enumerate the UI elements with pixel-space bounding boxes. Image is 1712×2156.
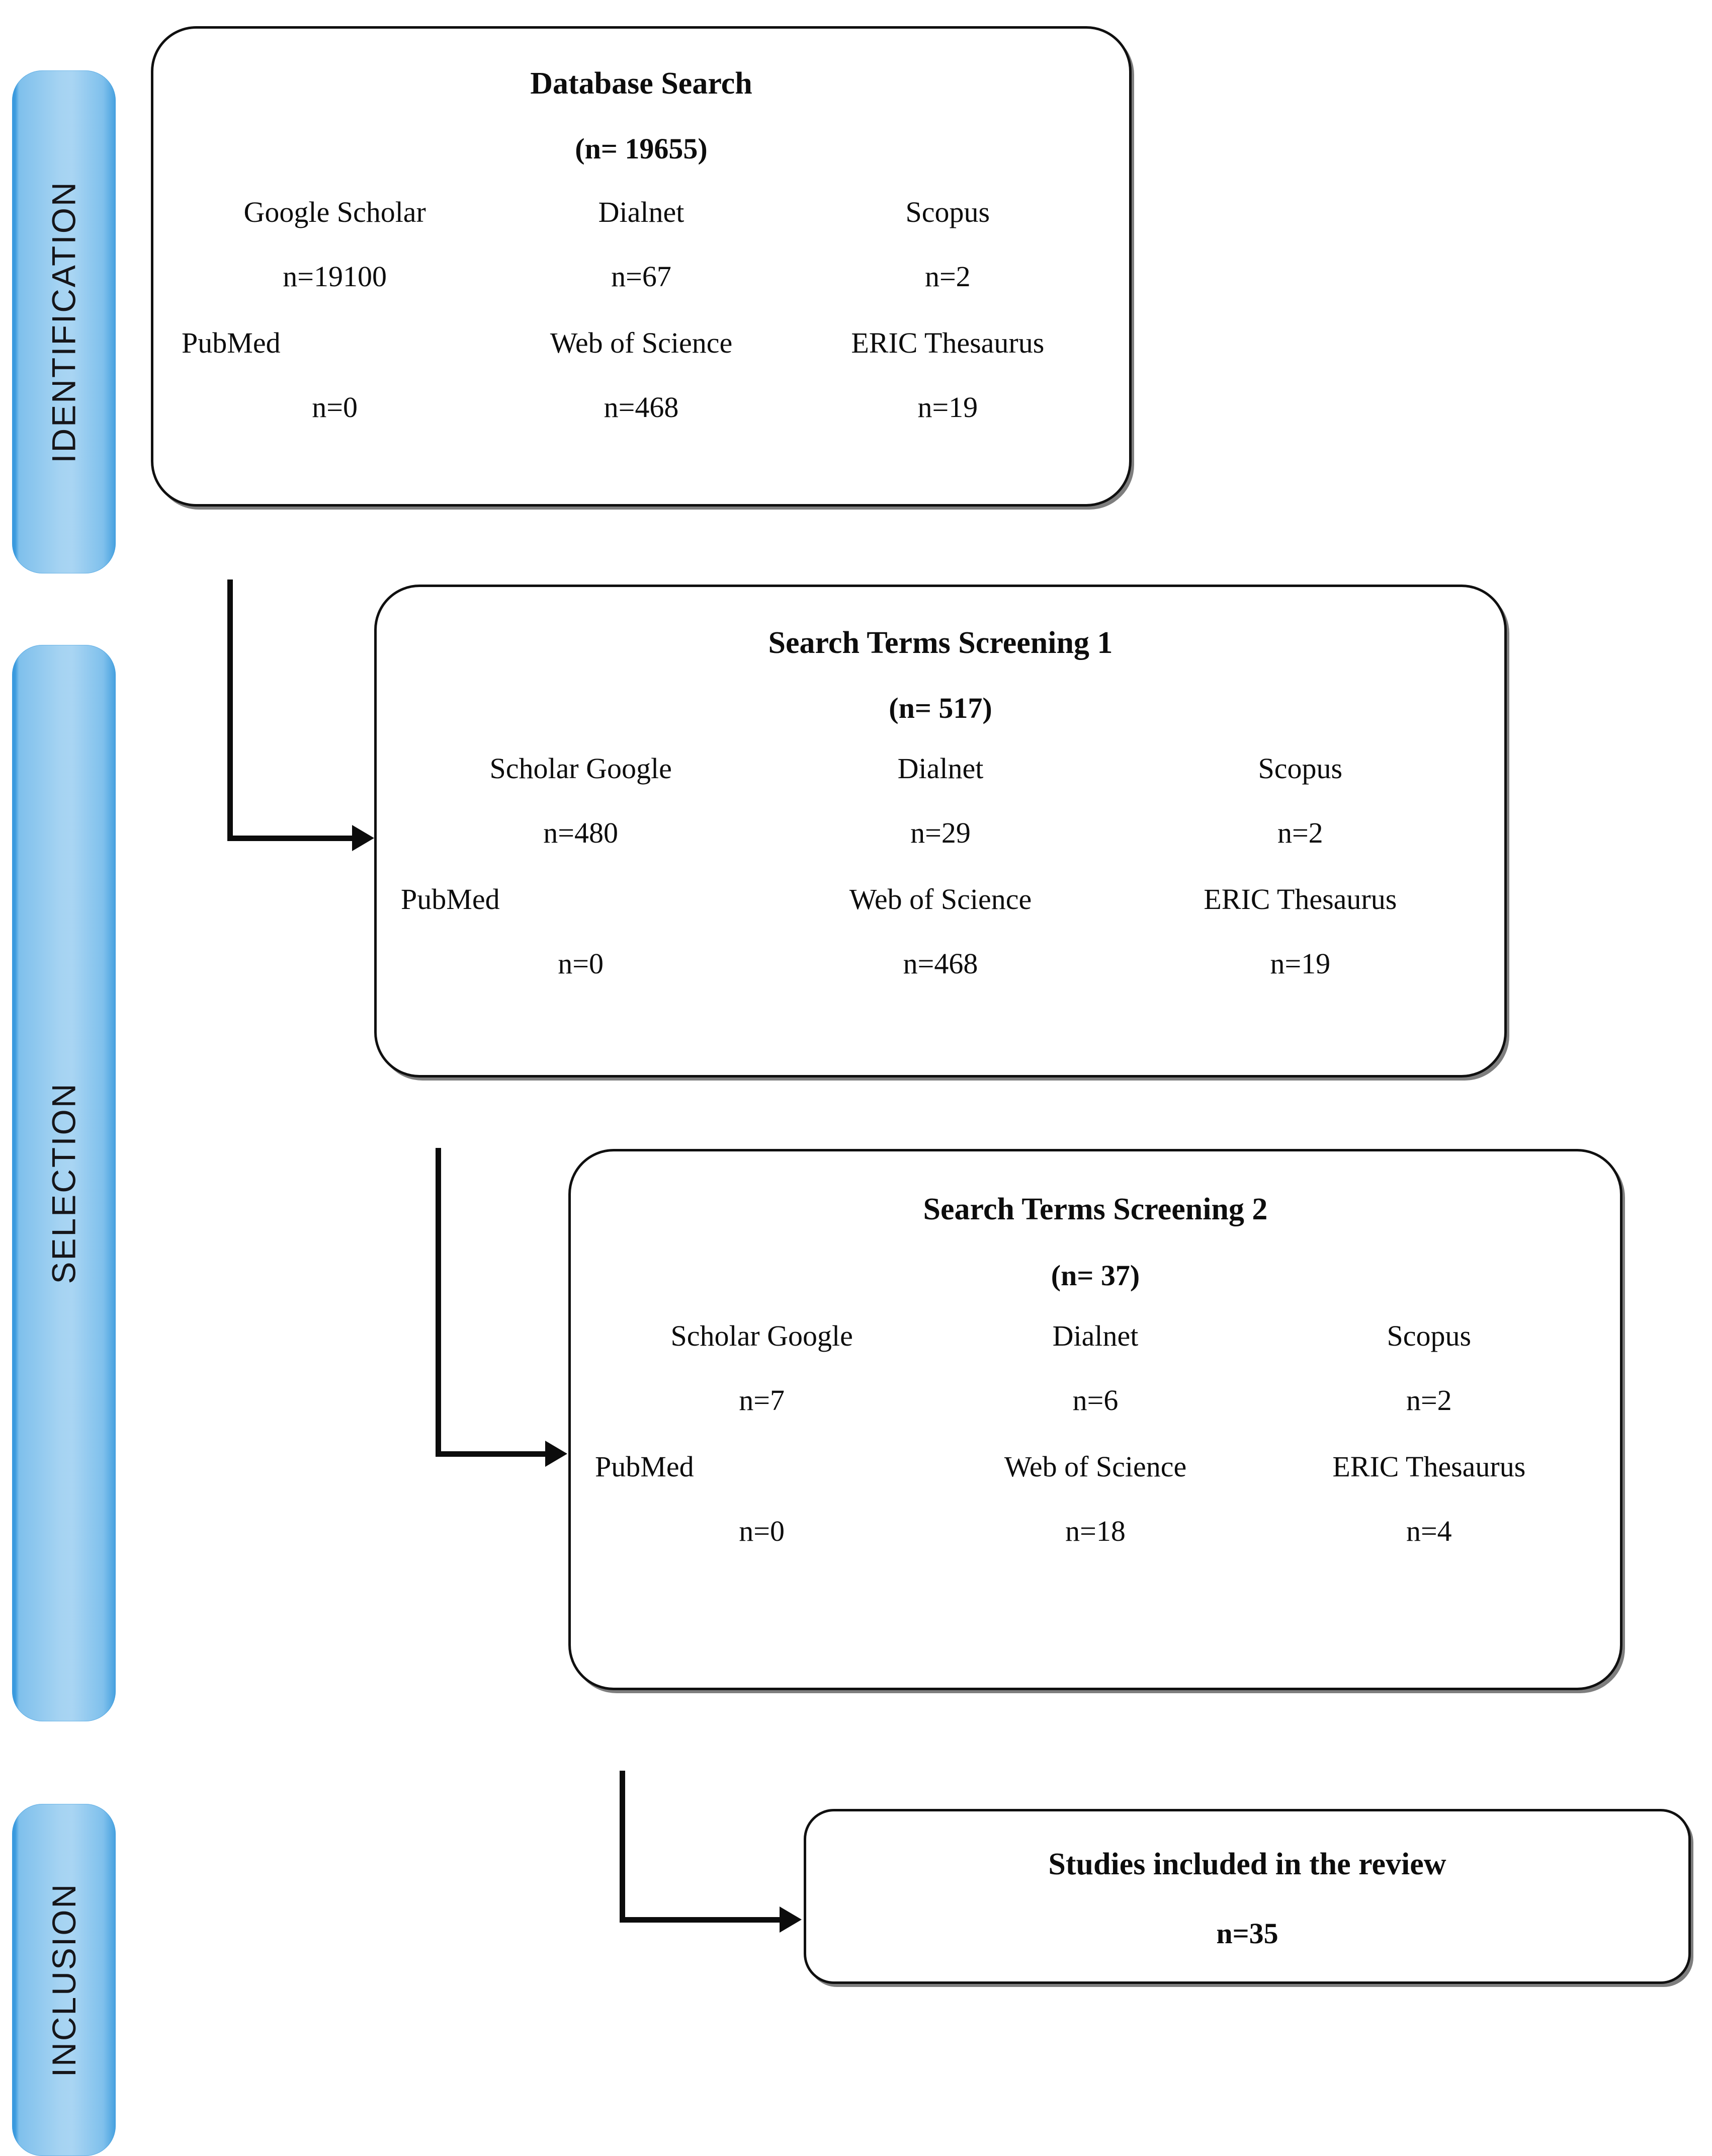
source-name: Web of Science: [550, 326, 733, 359]
arrow-head-icon: [780, 1906, 802, 1933]
arrow-head-icon: [545, 1441, 567, 1467]
source-count: n=2: [1406, 1384, 1452, 1417]
source-count: n=468: [903, 947, 978, 980]
phase-label-selection: SELECTION: [45, 1082, 82, 1284]
source-count: n=19: [1270, 947, 1331, 980]
source-name: Web of Science: [1004, 1450, 1187, 1483]
source-name: PubMed: [182, 326, 281, 359]
source-name: PubMed: [401, 883, 500, 916]
source-count: n=468: [604, 391, 679, 424]
source-name: Scopus: [1387, 1319, 1472, 1352]
flow-box-studies-included: Studies included in the review n=35: [804, 1809, 1691, 1984]
flow-box-search-terms-screening-2: Search Terms Screening 2 (n= 37) Scholar…: [568, 1149, 1622, 1690]
connector-vertical-segment: [620, 1771, 625, 1923]
box-title-search-terms-screening-1: Search Terms Screening 1: [768, 626, 1113, 660]
source-name: Dialnet: [1052, 1319, 1139, 1352]
source-count: n=2: [1277, 816, 1323, 849]
source-name: PubMed: [595, 1450, 694, 1483]
source-grid-database-search: Google Scholar Dialnet Scopus n=19100 n=…: [153, 198, 1129, 422]
connector-horizontal-segment: [227, 836, 353, 841]
source-name: Scholar Google: [489, 752, 672, 785]
source-grid-search-terms-screening-1: Scholar Google Dialnet Scopus n=480 n=29…: [377, 754, 1504, 978]
box-count-database-search: (n= 19655): [575, 132, 708, 165]
source-count: n=0: [312, 391, 358, 424]
connector-vertical-segment: [436, 1148, 441, 1457]
source-name: Scopus: [905, 196, 990, 228]
box-count-search-terms-screening-1: (n= 517): [889, 692, 992, 724]
source-count: n=480: [543, 816, 619, 849]
source-grid-search-terms-screening-2: Scholar Google Dialnet Scopus n=7 n=6 n=…: [571, 1321, 1620, 1546]
phase-bar-identification: IDENTIFICATION: [12, 70, 116, 573]
connector-horizontal-segment: [436, 1451, 546, 1457]
flow-box-search-terms-screening-1: Search Terms Screening 1 (n= 517) Schola…: [374, 585, 1507, 1077]
connector-vertical-segment: [227, 579, 233, 841]
source-count: n=0: [558, 947, 604, 980]
source-name: Web of Science: [849, 883, 1032, 916]
phase-bar-selection: SELECTION: [12, 645, 116, 1721]
connector-horizontal-segment: [620, 1917, 781, 1923]
box-title-search-terms-screening-2: Search Terms Screening 2: [923, 1192, 1268, 1226]
source-count: n=7: [739, 1384, 785, 1417]
source-name: ERIC Thesaurus: [851, 326, 1045, 359]
phase-bar-inclusion: INCLUSION: [12, 1804, 116, 2156]
phase-label-identification: IDENTIFICATION: [45, 181, 82, 463]
source-count: n=4: [1406, 1515, 1452, 1547]
arrow-head-icon: [352, 825, 374, 851]
source-count: n=19100: [283, 260, 387, 293]
source-count: n=19: [917, 391, 978, 424]
source-name: Scopus: [1258, 752, 1343, 785]
box-count-search-terms-screening-2: (n= 37): [1051, 1259, 1140, 1292]
phase-label-inclusion: INCLUSION: [45, 1882, 83, 2078]
source-name: Google Scholar: [243, 196, 426, 228]
flow-box-database-search: Database Search (n= 19655) Google Schola…: [151, 26, 1132, 507]
source-name: ERIC Thesaurus: [1332, 1450, 1526, 1483]
source-name: Dialnet: [897, 752, 984, 785]
source-count: n=0: [739, 1515, 785, 1547]
box-title-studies-included: Studies included in the review: [1048, 1847, 1446, 1881]
source-name: Dialnet: [598, 196, 684, 228]
source-name: Scholar Google: [670, 1319, 853, 1352]
source-count: n=29: [910, 816, 971, 849]
source-count: n=18: [1065, 1515, 1126, 1547]
source-count: n=2: [924, 260, 971, 293]
source-name: ERIC Thesaurus: [1204, 883, 1397, 916]
source-count: n=6: [1072, 1384, 1119, 1417]
source-count: n=67: [611, 260, 671, 293]
box-count-studies-included: n=35: [1216, 1917, 1278, 1950]
box-title-database-search: Database Search: [530, 66, 752, 101]
